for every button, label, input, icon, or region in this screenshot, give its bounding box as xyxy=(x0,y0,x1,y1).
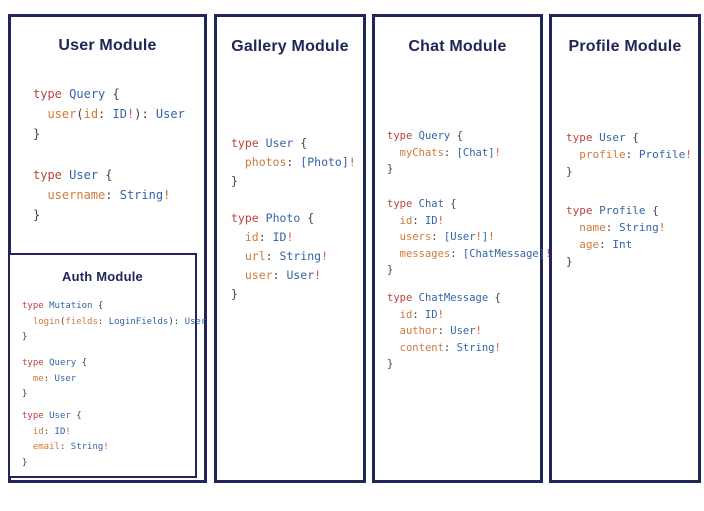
code-block-profile-type: type Profile { name: String! age: Int } xyxy=(566,204,666,268)
code-block-gallery-user: type User { photos: [Photo]! } xyxy=(231,136,356,188)
code-block-profile-user: type User { profile: Profile! } xyxy=(566,131,692,178)
panel-title-user-module: User Module xyxy=(58,37,157,54)
code-block-auth-query: type Query { me: User } xyxy=(22,358,88,399)
code-block-user-query: type Query { user(id: ID!): User } xyxy=(33,87,185,141)
code-block-auth-mutation: type Mutation { login(fields: LoginField… xyxy=(22,301,207,342)
code-block-chat-query: type Query { myChats: [Chat]! } xyxy=(387,130,501,175)
panel-title-auth-module: Auth Module xyxy=(62,269,143,284)
panel-title-chat-module: Chat Module xyxy=(408,38,507,55)
code-block-auth-user: type User { id: ID! email: String! } xyxy=(22,411,109,468)
panel-chat-module: Chat Module type Query { myChats: [Chat]… xyxy=(372,14,551,483)
panel-auth-module: Auth Module type Mutation { login(fields… xyxy=(8,253,206,478)
code-block-user-type: type User { username: String! } xyxy=(33,168,171,222)
panel-title-profile-module: Profile Module xyxy=(568,38,682,55)
code-block-chatmessage-type: type ChatMessage { id: ID! author: User!… xyxy=(387,292,501,370)
panel-title-gallery-module: Gallery Module xyxy=(231,38,349,55)
code-block-gallery-photo: type Photo { id: ID! url: String! user: … xyxy=(231,211,328,301)
panel-profile-module: Profile Module type User { profile: Prof… xyxy=(549,14,701,483)
code-block-chat-type: type Chat { id: ID! users: [User!]! mess… xyxy=(387,198,551,276)
panel-gallery-module: Gallery Module type User { photos: [Phot… xyxy=(214,14,366,483)
